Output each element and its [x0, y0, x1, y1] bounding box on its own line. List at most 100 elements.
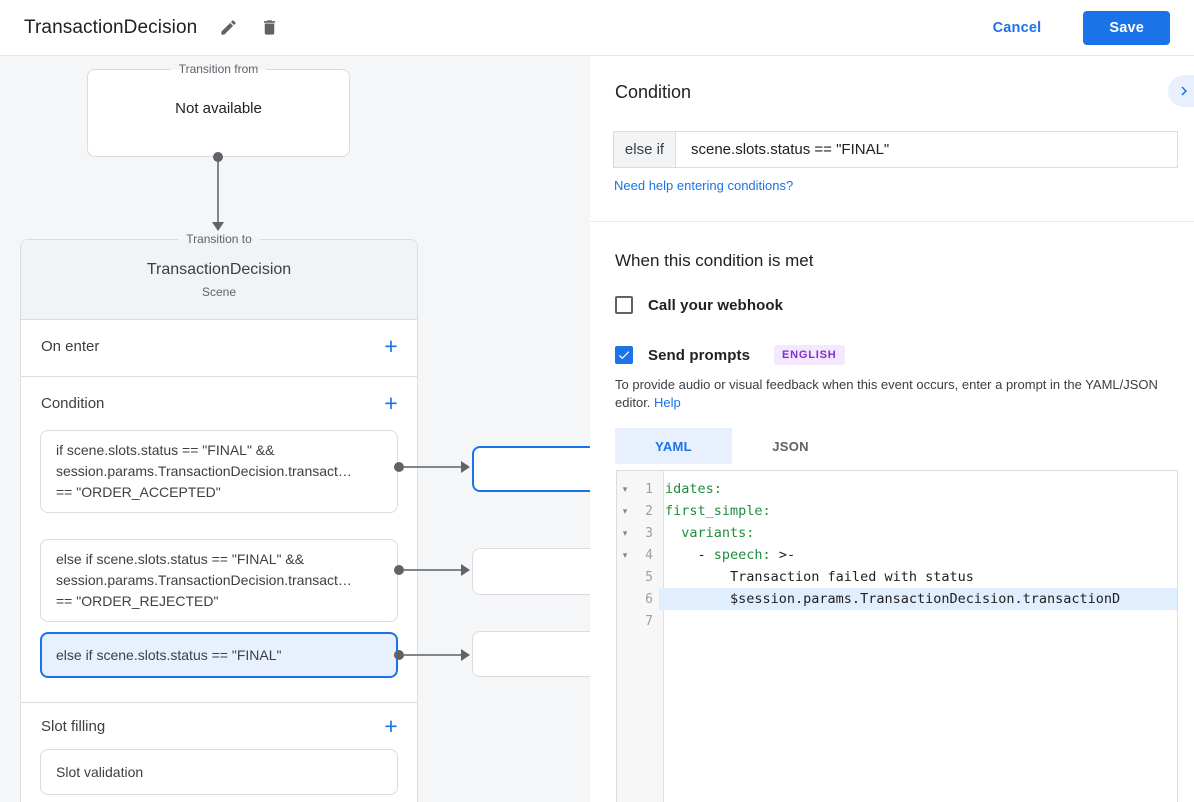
yaml-code-editor[interactable]: ▾ 1 idates: ▾ 2 first_simple: ▾ 3 variants: ▾ 4 -… [616, 470, 1178, 802]
call-webhook-checkbox[interactable] [615, 296, 633, 314]
code-text: first_simple: [665, 503, 771, 519]
line-number: 3 [645, 525, 653, 541]
line-number: 6 [645, 591, 653, 607]
connector-line [404, 466, 461, 468]
code-line: ▾ 1 idates: [617, 478, 1177, 500]
scene-type-label: Scene [201, 285, 237, 299]
section-slot-filling: Slot filling [41, 718, 106, 735]
transition-from-content: Not available [175, 99, 262, 117]
code-line: 5 Transaction failed with status [617, 566, 1177, 588]
connector-dot [394, 462, 404, 472]
code-text: - speech: >- [665, 547, 796, 563]
condition-item-1[interactable]: if scene.slots.status == "FINAL" && sessi… [40, 430, 398, 513]
prompt-description-text: To provide audio or visual feedback when… [615, 377, 1158, 410]
connector-arrowhead [212, 222, 224, 231]
save-button[interactable]: Save [1083, 10, 1170, 45]
code-lines: ▾ 1 idates: ▾ 2 first_simple: ▾ 3 variants: ▾ 4 -… [617, 471, 1177, 632]
topbar-actions: Cancel Save [992, 10, 1170, 45]
code-text: variants: [665, 525, 755, 541]
language-badge: ENGLISH [774, 345, 845, 365]
prompt-help-link[interactable]: Help [654, 395, 681, 410]
top-bar: TransactionDecision Cancel Save [0, 0, 1194, 56]
prompts-row: Send prompts ENGLISH [615, 345, 845, 365]
condition-text: else if scene.slots.status == "FINAL" && [56, 551, 305, 567]
slot-validation-item[interactable]: Slot validation [40, 749, 398, 795]
code-text: idates: [665, 481, 722, 497]
code-text: $session.params.TransactionDecision.tran… [659, 588, 1177, 610]
line-number: 5 [645, 569, 653, 585]
cancel-button[interactable]: Cancel [992, 19, 1042, 36]
send-prompts-checkbox[interactable] [615, 346, 633, 364]
transition-from-label: Transition from [87, 62, 350, 76]
code-line: ▾ 4 - speech: >- [617, 544, 1177, 566]
delete-icon[interactable] [260, 18, 279, 37]
scene-card: TransactionDecision Scene On enter + Con… [20, 239, 418, 802]
section-divider [21, 702, 417, 703]
condition-input-group: else if [613, 131, 1178, 168]
connector-arrowhead [461, 461, 470, 473]
transition-target-box-1[interactable] [472, 446, 590, 492]
code-line: 6 $session.params.TransactionDecision.tr… [617, 588, 1177, 610]
add-slot-button[interactable]: + [384, 713, 398, 739]
chevron-right-icon [1175, 82, 1193, 100]
transition-from-box[interactable]: Not available [87, 69, 350, 157]
condition-prefix-label: else if [614, 132, 676, 167]
code-line: ▾ 2 first_simple: [617, 500, 1177, 522]
code-line: ▾ 3 variants: [617, 522, 1177, 544]
conditions-help-link[interactable]: Need help entering conditions? [614, 178, 794, 193]
condition-item-3[interactable]: else if scene.slots.status == "FINAL" [40, 632, 398, 678]
condition-text: if scene.slots.status == "FINAL" && [56, 442, 275, 458]
line-number: 2 [645, 503, 653, 519]
condition-text: session.params.TransactionDecision.trans… [56, 572, 352, 588]
collapse-panel-button[interactable] [1168, 75, 1194, 107]
fold-arrow-icon[interactable]: ▾ [622, 550, 628, 560]
condition-text: == "ORDER_ACCEPTED" [56, 484, 221, 500]
fold-arrow-icon[interactable]: ▾ [622, 506, 628, 516]
connector-dot [394, 650, 404, 660]
page-title: TransactionDecision [24, 16, 198, 38]
panel-divider [590, 221, 1194, 222]
condition-text: session.params.TransactionDecision.trans… [56, 463, 352, 479]
webhook-row: Call your webhook [615, 296, 783, 314]
transition-to-label: Transition to [20, 232, 418, 246]
scene-diagram: Transition from Not available Transition… [0, 56, 590, 802]
transition-target-box-3[interactable] [472, 631, 590, 677]
line-number: 4 [645, 547, 653, 563]
fold-arrow-icon[interactable]: ▾ [622, 528, 628, 538]
edit-icon[interactable] [219, 18, 238, 37]
connector-line [404, 569, 461, 571]
connector-line [217, 160, 219, 223]
section-divider [21, 376, 417, 377]
condition-detail-panel: Condition else if Need help entering con… [590, 56, 1194, 802]
add-condition-button[interactable]: + [384, 390, 398, 416]
tab-json[interactable]: JSON [772, 438, 809, 454]
send-prompts-label: Send prompts [648, 346, 751, 364]
condition-text: else if scene.slots.status == "FINAL" [56, 646, 282, 663]
tab-yaml[interactable]: YAML [615, 428, 732, 464]
fold-arrow-icon[interactable]: ▾ [622, 484, 628, 494]
editor-tabs: YAML JSON [615, 428, 849, 464]
scene-card-header[interactable]: TransactionDecision Scene [21, 240, 417, 320]
checkmark-icon [617, 348, 631, 362]
connector-line [404, 654, 461, 656]
when-met-heading: When this condition is met [615, 251, 814, 270]
condition-expression-input[interactable] [676, 132, 1177, 167]
connector-dot [394, 565, 404, 575]
panel-title: Condition [615, 82, 692, 102]
condition-text: == "ORDER_REJECTED" [56, 593, 219, 609]
connector-dot [213, 152, 223, 162]
call-webhook-label: Call your webhook [648, 296, 784, 314]
connector-arrowhead [461, 649, 470, 661]
line-number: 1 [645, 481, 653, 497]
code-text: Transaction failed with status [665, 569, 974, 585]
code-text [659, 610, 1177, 632]
transition-target-box-2[interactable] [472, 548, 590, 595]
condition-item-2[interactable]: else if scene.slots.status == "FINAL" &&… [40, 539, 398, 622]
code-line: 7 [617, 610, 1177, 632]
add-on-enter-button[interactable]: + [384, 333, 398, 359]
scene-name: TransactionDecision [146, 261, 292, 278]
editor-gutter [617, 471, 664, 802]
section-condition: Condition [41, 395, 105, 412]
line-number: 7 [645, 613, 653, 629]
